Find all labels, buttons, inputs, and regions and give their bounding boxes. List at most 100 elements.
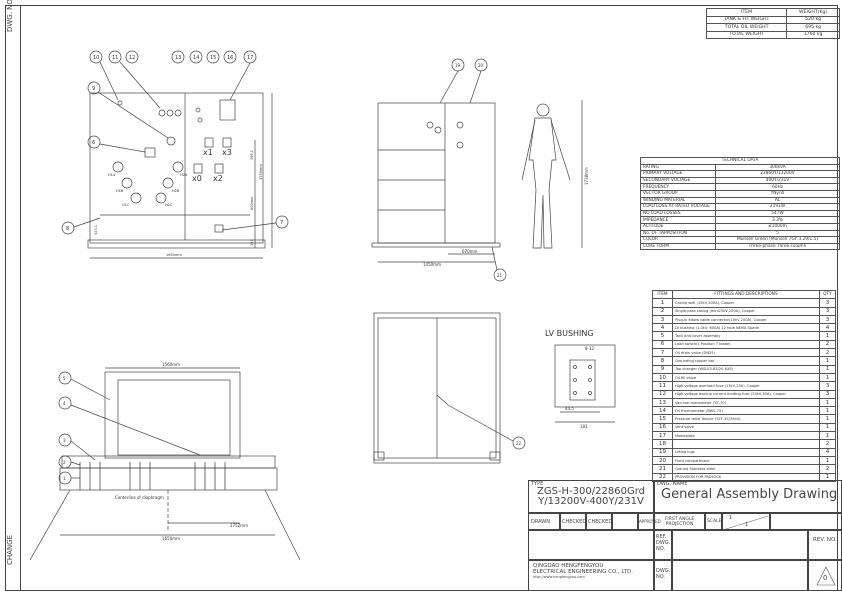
- scale-denominator: 1: [745, 522, 749, 528]
- tech-param: FREQUENCY: [640, 183, 716, 191]
- company-name-1: QINGDAO HENGFENGYOU: [533, 563, 604, 569]
- fitting-qty: 2: [819, 339, 836, 350]
- fitting-description: Grounding copper bar: [672, 356, 820, 366]
- fitting-description: Pressure relief device (YZF-35/25kU): [672, 414, 820, 424]
- fitting-qty: 4: [819, 323, 836, 333]
- tech-param: ALTITUDE: [640, 222, 716, 231]
- fitting-description: High voltage backup current-limiting fus…: [672, 389, 820, 399]
- tech-value: YNyn0: [715, 189, 840, 198]
- balloon-14: 14: [193, 55, 199, 61]
- label-h1b: H1B: [116, 189, 124, 193]
- balloon-5: 5: [63, 376, 66, 381]
- weight-item: TANK & FIT WEIGHT: [705, 15, 788, 24]
- fitting-description: Vent valve: [672, 422, 820, 433]
- drawing-sheet-border: [20, 5, 838, 591]
- dim-44-5: 44.5: [565, 406, 574, 411]
- label-x3: x3: [222, 148, 232, 157]
- fitting-item: 15: [652, 414, 673, 424]
- rear-view: [373, 312, 526, 464]
- fitting-item: 5: [652, 331, 673, 341]
- header-description: FITTINGS AND DESCRIPTIONS: [672, 289, 820, 300]
- fitting-qty: 2: [819, 348, 836, 358]
- label-h2a: H2A: [180, 173, 188, 177]
- balloon-12: 12: [129, 55, 135, 61]
- fitting-description: High voltage overload fuse (13kV,25A), C…: [672, 381, 820, 391]
- tech-value: 2191W: [715, 203, 840, 211]
- dim-1560: 1560mm: [162, 362, 180, 367]
- fitting-description: LV bushing (1.0kV, 600A) 12 hole NEMA Sp…: [672, 323, 820, 333]
- fitting-description: Lifting lugs: [672, 447, 820, 457]
- weight-value: 695 kg: [786, 23, 840, 32]
- tech-value: 400Y/231V: [715, 176, 840, 185]
- fitting-qty: 1: [819, 372, 836, 383]
- dwg-no-value: [672, 560, 808, 591]
- fitting-description: Oil thermometer (BWS-75): [672, 406, 820, 416]
- balloon-19: 19: [455, 63, 461, 68]
- dwg-name-cell: DWG. NAME General Assembly Drawing: [654, 480, 842, 513]
- tech-value: AL: [715, 196, 840, 205]
- dwg-name: General Assembly Drawing: [661, 487, 838, 502]
- company-website[interactable]: http://www.hengfengyou.com: [533, 575, 585, 579]
- tech-param: RATING: [640, 163, 716, 172]
- label-h2c: H2C: [165, 203, 173, 207]
- label-x1: x1: [203, 148, 213, 157]
- fitting-item: 21: [652, 464, 673, 474]
- fitting-item: 16: [652, 422, 673, 433]
- tech-param: CORE FORM: [640, 242, 716, 251]
- type-line2: Y/13200V-400Y/231V: [538, 496, 644, 507]
- fitting-item: 14: [652, 406, 673, 416]
- fitting-qty: 1: [819, 331, 836, 341]
- dim-1650: 1650mm: [162, 536, 180, 541]
- fitting-item: 19: [652, 447, 673, 457]
- dim-323: 323.1: [94, 225, 98, 235]
- weight-value: 520 kg: [786, 15, 840, 24]
- signature-row: [528, 530, 654, 560]
- company-name-2: ELECTRICAL ENGINEERING CO., LTD.: [533, 569, 634, 575]
- dim-600: 600mm: [250, 196, 254, 210]
- dim-front-height: 1750mm: [259, 164, 263, 180]
- tech-param: SECONDARY VOLTAGE: [640, 176, 716, 185]
- dwg-no-label: DWG. NO.: [654, 560, 672, 591]
- fitting-qty: 1: [819, 422, 836, 433]
- label-h1a: H1A: [108, 173, 116, 177]
- dim-181: 181: [580, 424, 588, 429]
- tech-param: NO LOAD LOSSES: [640, 209, 716, 218]
- balloon-1: 1: [63, 476, 66, 481]
- fitting-item: 11: [652, 381, 673, 391]
- label-x2: x2: [213, 174, 223, 183]
- tech-param: LOAD LOSS AT RATED VOLTAGE: [640, 203, 716, 211]
- balloon-8: 8: [66, 226, 69, 232]
- fitting-item: 10: [652, 372, 673, 383]
- balloon-11: 11: [112, 55, 118, 61]
- fitting-item: 20: [652, 455, 673, 466]
- fitting-item: 12: [652, 389, 673, 399]
- balloon-6: 6: [92, 140, 95, 146]
- weight-item: TOTAL OIL WEIGHT: [705, 23, 788, 32]
- fitting-qty: 2: [819, 464, 836, 474]
- company-cell: QINGDAO HENGFENGYOU ELECTRICAL ENGINEERI…: [528, 560, 654, 591]
- projection-label: FIRST ANGLE PROJECTION: [654, 513, 705, 530]
- ref-dwg-no-value: [672, 530, 808, 560]
- fitting-description: Nameplate: [672, 431, 820, 441]
- scale-numerator: 1: [729, 515, 733, 521]
